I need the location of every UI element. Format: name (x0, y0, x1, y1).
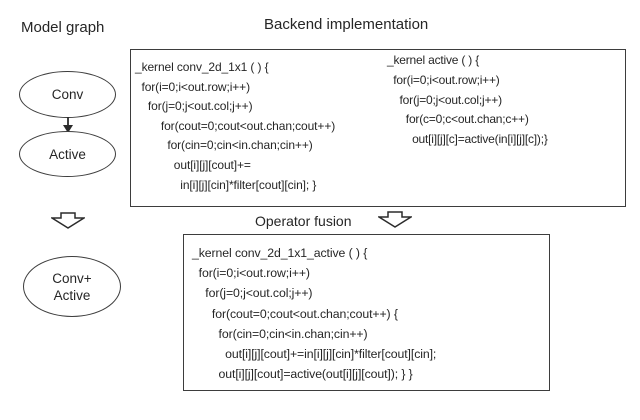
conv-node: Conv (19, 71, 116, 118)
conv-active-fused-node-label: Conv+ Active (52, 270, 92, 303)
active-kernel-code: _kernel active ( ) { for(i=0;i<out.row;i… (387, 53, 548, 147)
backend-code-box: _kernel conv_2d_1x1 ( ) { for(i=0;i<out.… (130, 49, 626, 207)
fusion-block-arrow-left-icon (51, 212, 85, 229)
fused-code-box: _kernel conv_2d_1x1_active ( ) { for(i=0… (183, 234, 550, 391)
operator-fusion-label: Operator fusion (255, 213, 352, 229)
fusion-block-arrow-right-icon (378, 211, 412, 228)
backend-implementation-title: Backend implementation (264, 16, 429, 33)
conv-to-active-arrow-icon (60, 117, 76, 134)
model-graph-title: Model graph (21, 19, 105, 36)
active-node: Active (19, 131, 116, 177)
conv-kernel-code: _kernel conv_2d_1x1 ( ) { for(i=0;i<out.… (135, 60, 336, 192)
conv-active-fused-node: Conv+ Active (23, 256, 121, 317)
conv-node-label: Conv (51, 87, 84, 102)
active-node-label: Active (49, 146, 86, 162)
fused-kernel-code: _kernel conv_2d_1x1_active ( ) { for(i=0… (192, 246, 437, 382)
